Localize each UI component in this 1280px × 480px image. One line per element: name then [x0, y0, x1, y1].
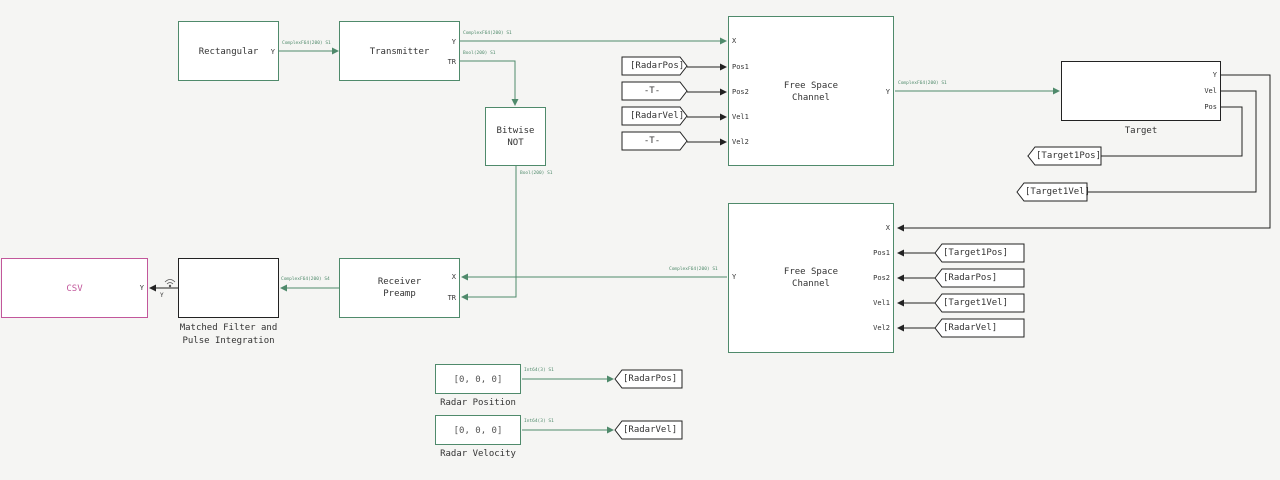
tag-shape: [1027, 146, 1102, 166]
tag-radarvel-goto[interactable]: [RadarVel]: [623, 425, 678, 435]
radar-velocity-value: [0, 0, 0]: [453, 426, 503, 436]
tag-shape: [934, 318, 1025, 338]
radar-velocity-label: Radar Velocity: [440, 449, 516, 459]
fsc2-port-vel1[interactable]: Vel1: [873, 299, 890, 307]
target-port-pos[interactable]: Pos: [1204, 103, 1217, 111]
tag-shape: [934, 243, 1025, 263]
signal-label: Int64(3) S1: [524, 368, 554, 373]
tag-target1pos-from[interactable]: [Target1Pos]: [943, 248, 1009, 258]
receiver-title-line1: Receiver: [377, 277, 422, 287]
radar-velocity-block[interactable]: [0, 0, 0]: [435, 415, 521, 445]
tag-target1vel-goto[interactable]: [Target1Vel]: [1025, 187, 1091, 197]
receiver-port-tr[interactable]: TR: [447, 294, 456, 302]
transmitter-block[interactable]: Transmitter Y TR: [339, 21, 460, 81]
fsc1-port-x[interactable]: X: [732, 37, 737, 45]
matched-filter-label-line2: Pulse Integration: [182, 336, 275, 346]
transmitter-port-y[interactable]: Y: [451, 38, 456, 46]
csv-port-y[interactable]: Y: [139, 284, 144, 292]
tag-target1pos-goto[interactable]: [Target1Pos]: [1036, 151, 1102, 161]
fsc2-title-line2: Channel: [792, 279, 830, 289]
target-port-y[interactable]: Y: [1212, 71, 1217, 79]
matched-filter-block[interactable]: [178, 258, 279, 318]
rectangular-port-y[interactable]: Y: [270, 48, 275, 56]
bitwise-not-block[interactable]: Bitwise NOT: [485, 107, 546, 166]
csv-block[interactable]: CSV Y: [1, 258, 148, 318]
wire-tx-tr: [460, 60, 519, 106]
fsc2-port-pos1[interactable]: Pos1: [873, 249, 890, 257]
fsc1-port-vel1[interactable]: Vel1: [732, 113, 749, 121]
fsc1-port-y[interactable]: Y: [885, 88, 890, 96]
receiver-preamp-block[interactable]: Receiver Preamp X TR: [339, 258, 460, 318]
receiver-title-line2: Preamp: [383, 289, 416, 299]
radar-position-value: [0, 0, 0]: [453, 375, 503, 385]
wire-target-pos: [1027, 106, 1243, 160]
fsc2-title-line1: Free Space: [783, 267, 839, 277]
wire-target-vel: [1025, 90, 1257, 196]
tag-t-1[interactable]: -T-: [643, 86, 661, 96]
fsc2-port-y[interactable]: Y: [732, 273, 737, 281]
matched-filter-port-y[interactable]: Y: [160, 292, 164, 299]
fsc1-title-line1: Free Space: [783, 81, 839, 91]
tag-shape: [614, 369, 683, 389]
radar-position-block[interactable]: [0, 0, 0]: [435, 364, 521, 394]
tag-radarpos-from-2[interactable]: [RadarPos]: [943, 273, 998, 283]
target-block[interactable]: Y Vel Pos: [1061, 61, 1221, 121]
fsc1-title-line2: Channel: [792, 93, 830, 103]
signal-label: ComplexF64(200) S1: [669, 267, 718, 272]
free-space-channel-2[interactable]: Free Space Channel X Pos1 Pos2 Vel1 Vel2…: [728, 203, 894, 353]
radar-position-label: Radar Position: [440, 398, 516, 408]
matched-filter-label-line1: Matched Filter and: [179, 323, 278, 333]
tag-shape: [1016, 182, 1088, 202]
tag-target1vel-from[interactable]: [Target1Vel]: [943, 298, 1009, 308]
tag-shape: [934, 293, 1025, 313]
wire-target-y: [897, 74, 1271, 232]
rectangular-title: Rectangular: [198, 47, 259, 57]
tag-shape: [621, 131, 688, 151]
tag-shape: [934, 268, 1025, 288]
fsc2-port-pos2[interactable]: Pos2: [873, 274, 890, 282]
wire-not-rx: [461, 166, 517, 301]
fsc1-port-pos1[interactable]: Pos1: [732, 63, 749, 71]
tag-radarpos-from-1[interactable]: [RadarPos]: [630, 61, 685, 71]
signal-label: Int64(3) S1: [524, 419, 554, 424]
fsc2-port-vel2[interactable]: Vel2: [873, 324, 890, 332]
signal-label: Bool(200) S1: [463, 51, 496, 56]
signal-label: Bool(200) S1: [520, 171, 553, 176]
target-label: Target: [1124, 126, 1158, 136]
tag-radarvel-from-2[interactable]: [RadarVel]: [943, 323, 998, 333]
signal-label: ComplexF64(200) S1: [282, 41, 331, 46]
target-port-vel[interactable]: Vel: [1204, 87, 1217, 95]
receiver-port-x[interactable]: X: [451, 273, 456, 281]
fsc1-port-pos2[interactable]: Pos2: [732, 88, 749, 96]
transmitter-title: Transmitter: [369, 47, 430, 57]
tag-shape: [621, 56, 688, 76]
transmitter-port-tr[interactable]: TR: [447, 58, 456, 66]
tag-shape: [621, 106, 688, 126]
fsc2-port-x[interactable]: X: [885, 224, 890, 232]
wifi-icon: [164, 279, 176, 288]
signal-label: ComplexF64(200) S1: [898, 81, 947, 86]
signal-label: ComplexF64(200) S4: [281, 277, 330, 282]
rectangular-block[interactable]: Rectangular Y: [178, 21, 279, 81]
tag-radarpos-goto[interactable]: [RadarPos]: [623, 374, 678, 384]
signal-label: ComplexF64(200) S1: [463, 31, 512, 36]
tag-shape: [614, 420, 683, 440]
tag-shape: [621, 81, 688, 101]
tag-t-2[interactable]: -T-: [643, 136, 661, 146]
free-space-channel-1[interactable]: Free Space Channel X Pos1 Pos2 Vel1 Vel2…: [728, 16, 894, 166]
csv-title: CSV: [66, 284, 83, 294]
fsc1-port-vel2[interactable]: Vel2: [732, 138, 749, 146]
bitwise-title-line1: Bitwise: [496, 126, 535, 136]
tag-radarvel-from-1[interactable]: [RadarVel]: [630, 111, 685, 121]
bitwise-title-line2: NOT: [507, 138, 524, 148]
